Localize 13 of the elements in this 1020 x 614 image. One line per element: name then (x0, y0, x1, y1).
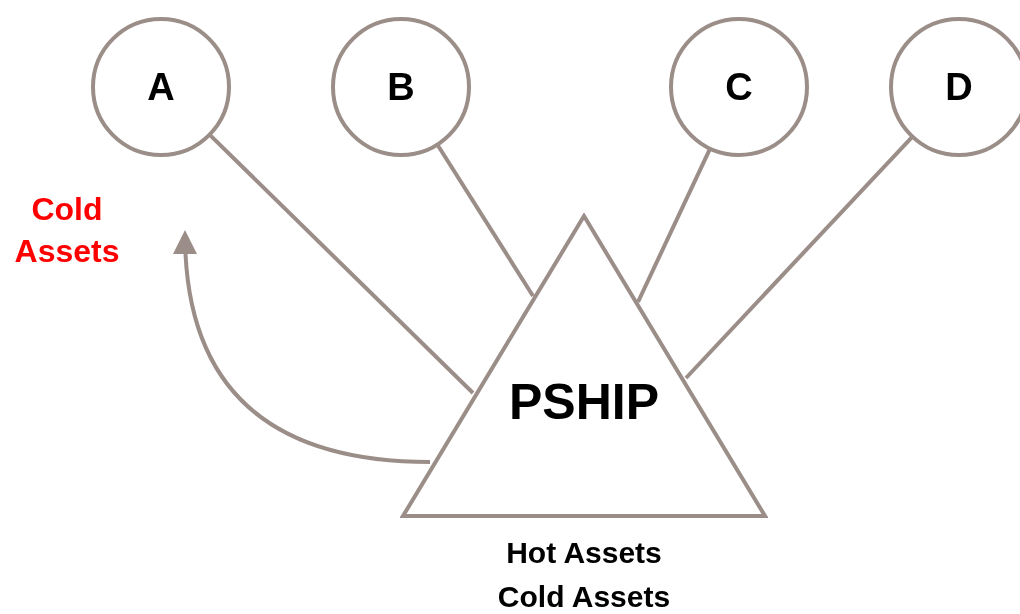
connector-line (208, 133, 475, 395)
connector-line (636, 147, 712, 303)
caption-text: Hot Assets (506, 535, 662, 571)
node-label: D (945, 64, 973, 110)
connector-line (684, 135, 914, 380)
caption-text: Cold Assets (497, 579, 671, 614)
connector-line (435, 143, 535, 298)
node-label: A (147, 64, 175, 110)
arrow (173, 230, 431, 464)
node-label: C (725, 64, 753, 110)
label-text: Cold Assets (13, 190, 121, 271)
node-label: B (387, 64, 415, 110)
node-label: PSHIP (508, 377, 660, 427)
